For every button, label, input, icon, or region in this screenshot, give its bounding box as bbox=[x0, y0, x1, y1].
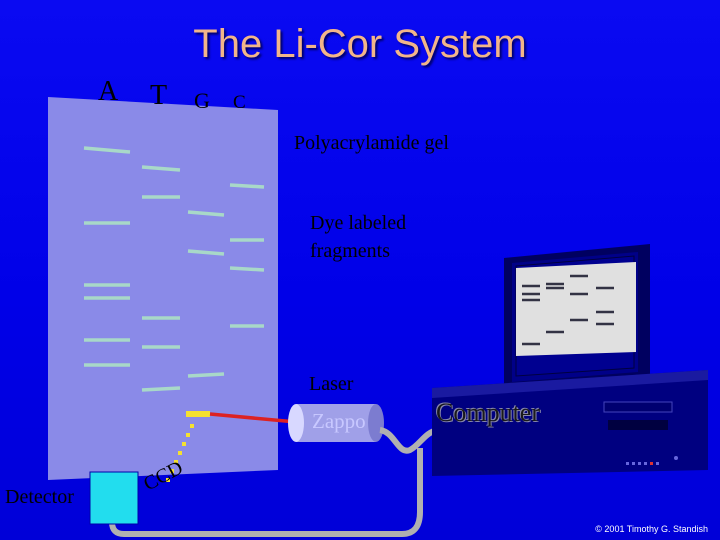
band bbox=[187, 249, 225, 256]
band bbox=[141, 386, 181, 392]
emission-dots bbox=[166, 424, 194, 482]
drive-bay-1 bbox=[603, 401, 673, 413]
bands-lane-g bbox=[187, 210, 225, 378]
lane-label-a: A bbox=[98, 76, 119, 107]
slide-title: The Li-Cor System bbox=[193, 22, 527, 66]
detector-label: Detector bbox=[5, 486, 74, 508]
lane-label-g: G bbox=[194, 88, 210, 113]
laser-name-label: Zappo bbox=[312, 409, 366, 433]
dye-label-line1: Dye labeled bbox=[310, 212, 407, 234]
lane-label-c: C bbox=[233, 92, 246, 113]
bands-lane-c bbox=[229, 183, 265, 328]
status-lights bbox=[626, 462, 659, 465]
drive-bay-2 bbox=[608, 420, 668, 430]
dye-label-line2: fragments bbox=[310, 240, 390, 262]
laser-cable bbox=[379, 427, 439, 454]
laser-device bbox=[288, 404, 384, 442]
band bbox=[229, 266, 265, 272]
gel-label: Polyacrylamide gel bbox=[294, 132, 449, 154]
excited-band bbox=[186, 411, 210, 417]
computer-case bbox=[432, 370, 708, 476]
bands-lane-t bbox=[141, 165, 181, 392]
band bbox=[141, 165, 181, 172]
polyacrylamide-gel bbox=[48, 97, 278, 480]
band bbox=[83, 146, 131, 154]
computer-monitor bbox=[504, 244, 650, 392]
lane-label-t: T bbox=[150, 80, 168, 111]
copyright-notice: © 2001 Timothy G. Standish bbox=[595, 524, 708, 534]
band bbox=[187, 372, 225, 378]
detector-cable bbox=[109, 448, 423, 537]
band bbox=[229, 183, 265, 189]
laser-label: Laser bbox=[309, 373, 354, 395]
detector-device bbox=[89, 471, 139, 525]
band bbox=[187, 210, 225, 217]
computer-label: Computer bbox=[436, 398, 540, 427]
bands-lane-a bbox=[83, 146, 131, 367]
laser-beam bbox=[209, 412, 297, 424]
